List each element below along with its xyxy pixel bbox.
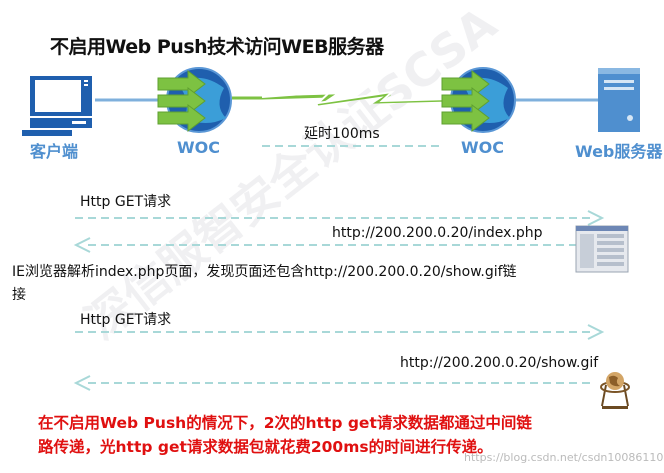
woc-right-icon [441,67,516,133]
woc-left-icon [157,67,232,133]
woc-left-label: WOC [177,138,220,157]
server-label: Web服务器 [575,142,663,161]
conclusion-line1: 在不启用Web Push的情况下，2次的http get请求数据都通过中间链 [38,414,532,432]
computer-icon [22,76,92,136]
arrow-response-2 [73,375,590,391]
arrow-response-1 [73,237,590,253]
message-response-2: http://200.200.0.20/show.gif [400,355,599,371]
credit-watermark: https://blog.csdn.net/csdn10086110 [464,451,664,464]
arrow-get-2 [75,324,605,340]
message-get-1: Http GET请求 [80,194,172,210]
woc-right-label: WOC [461,138,504,157]
server-icon [598,68,640,132]
browser-note-line2: 接 [12,287,26,303]
page-title: 不启用Web Push技术访问WEB服务器 [50,36,384,58]
message-response-1: http://200.200.0.20/index.php [332,225,543,241]
conclusion-line2: 路传递，光http get请求数据包就花费200ms的时间进行传递。 [38,438,493,456]
browser-note-line1: IE浏览器解析index.php页面，发现页面还包含http://200.200… [12,264,517,280]
message-get-2: Http GET请求 [80,312,172,328]
webpage-thumbnail-icon [575,225,629,273]
client-label: 客户端 [30,142,79,161]
latency-label: 延时100ms [304,126,380,142]
wan-lightning [261,90,451,105]
arrow-get-1 [75,210,605,226]
globe-image-icon [600,372,630,409]
